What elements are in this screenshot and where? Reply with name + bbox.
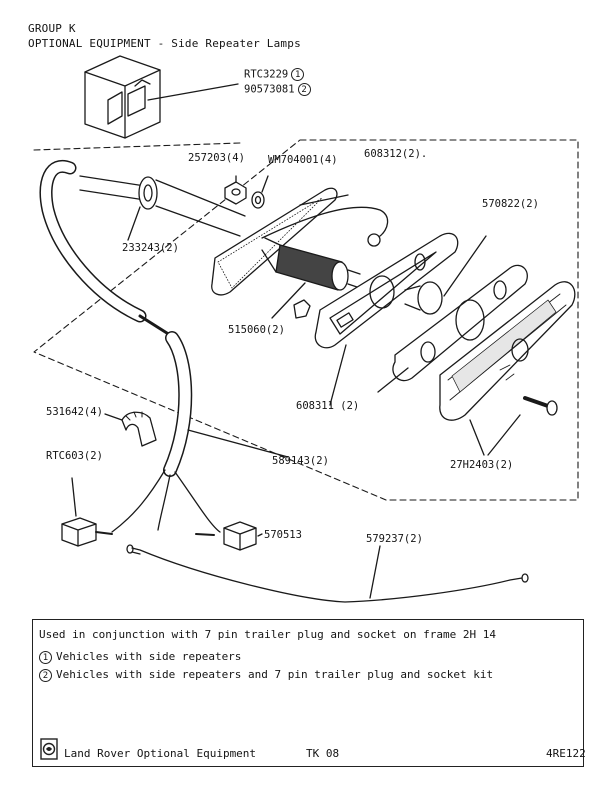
washer-wm704001 <box>251 175 269 209</box>
cable-579237 <box>126 544 529 603</box>
group-label: GROUP K <box>28 22 76 35</box>
cable-harness <box>39 159 221 533</box>
page-number: TK 08 <box>306 747 340 760</box>
callout-27h2403: 27H2403(2) <box>450 459 514 471</box>
earth-lead <box>261 206 389 239</box>
lamp-base-plate <box>314 232 459 349</box>
callout-257203: 257203(4) <box>188 152 245 164</box>
gasket-608311 <box>377 264 528 393</box>
callout-570822: 570822(2) <box>482 198 539 210</box>
screw <box>523 396 558 416</box>
connector-rtc603 <box>61 477 113 547</box>
callout-rtc603: RTC603(2) <box>46 450 103 462</box>
usage-note: Used in conjunction with 7 pin trailer p… <box>39 628 496 641</box>
callout-233243: 233243(2) <box>122 242 179 254</box>
kit-boundary-dashed <box>33 139 579 501</box>
callout-579237: 579237(2) <box>366 533 423 545</box>
drawing-reference: 4RE122 <box>546 747 586 760</box>
section-title: OPTIONAL EQUIPMENT - Side Repeater Lamps <box>28 37 301 50</box>
callout-531642: 531642(4) <box>46 406 103 418</box>
connector-570513 <box>195 521 263 551</box>
callout-608311: 608311 (2) <box>296 400 360 412</box>
callout-wm704001: WM704001(4) <box>268 154 338 166</box>
land-rover-logo-icon <box>40 738 58 760</box>
note-marker-1: 1 <box>39 650 52 664</box>
sleeve-tube-233243 <box>79 175 246 241</box>
clip-531642 <box>104 411 157 447</box>
callout-marker-1: 1 <box>291 68 305 81</box>
callout-515060: 515060(2) <box>228 324 285 336</box>
note-marker-2: 2 <box>39 668 52 682</box>
footer-title: Land Rover Optional Equipment <box>64 747 257 760</box>
callout-570513: 570513 <box>264 529 302 541</box>
callout-589143: 589143(2) <box>272 455 329 467</box>
bulb <box>404 235 487 315</box>
bulb-holder-515060 <box>261 237 361 319</box>
notes-box: Used in conjunction with 7 pin trailer p… <box>32 619 584 767</box>
relay-unit <box>84 55 239 139</box>
nut-257203 <box>224 175 247 205</box>
callout-608312: 608312(2). <box>364 148 428 160</box>
callout-marker-2: 2 <box>297 83 311 96</box>
lens-27h2403 <box>439 281 576 456</box>
